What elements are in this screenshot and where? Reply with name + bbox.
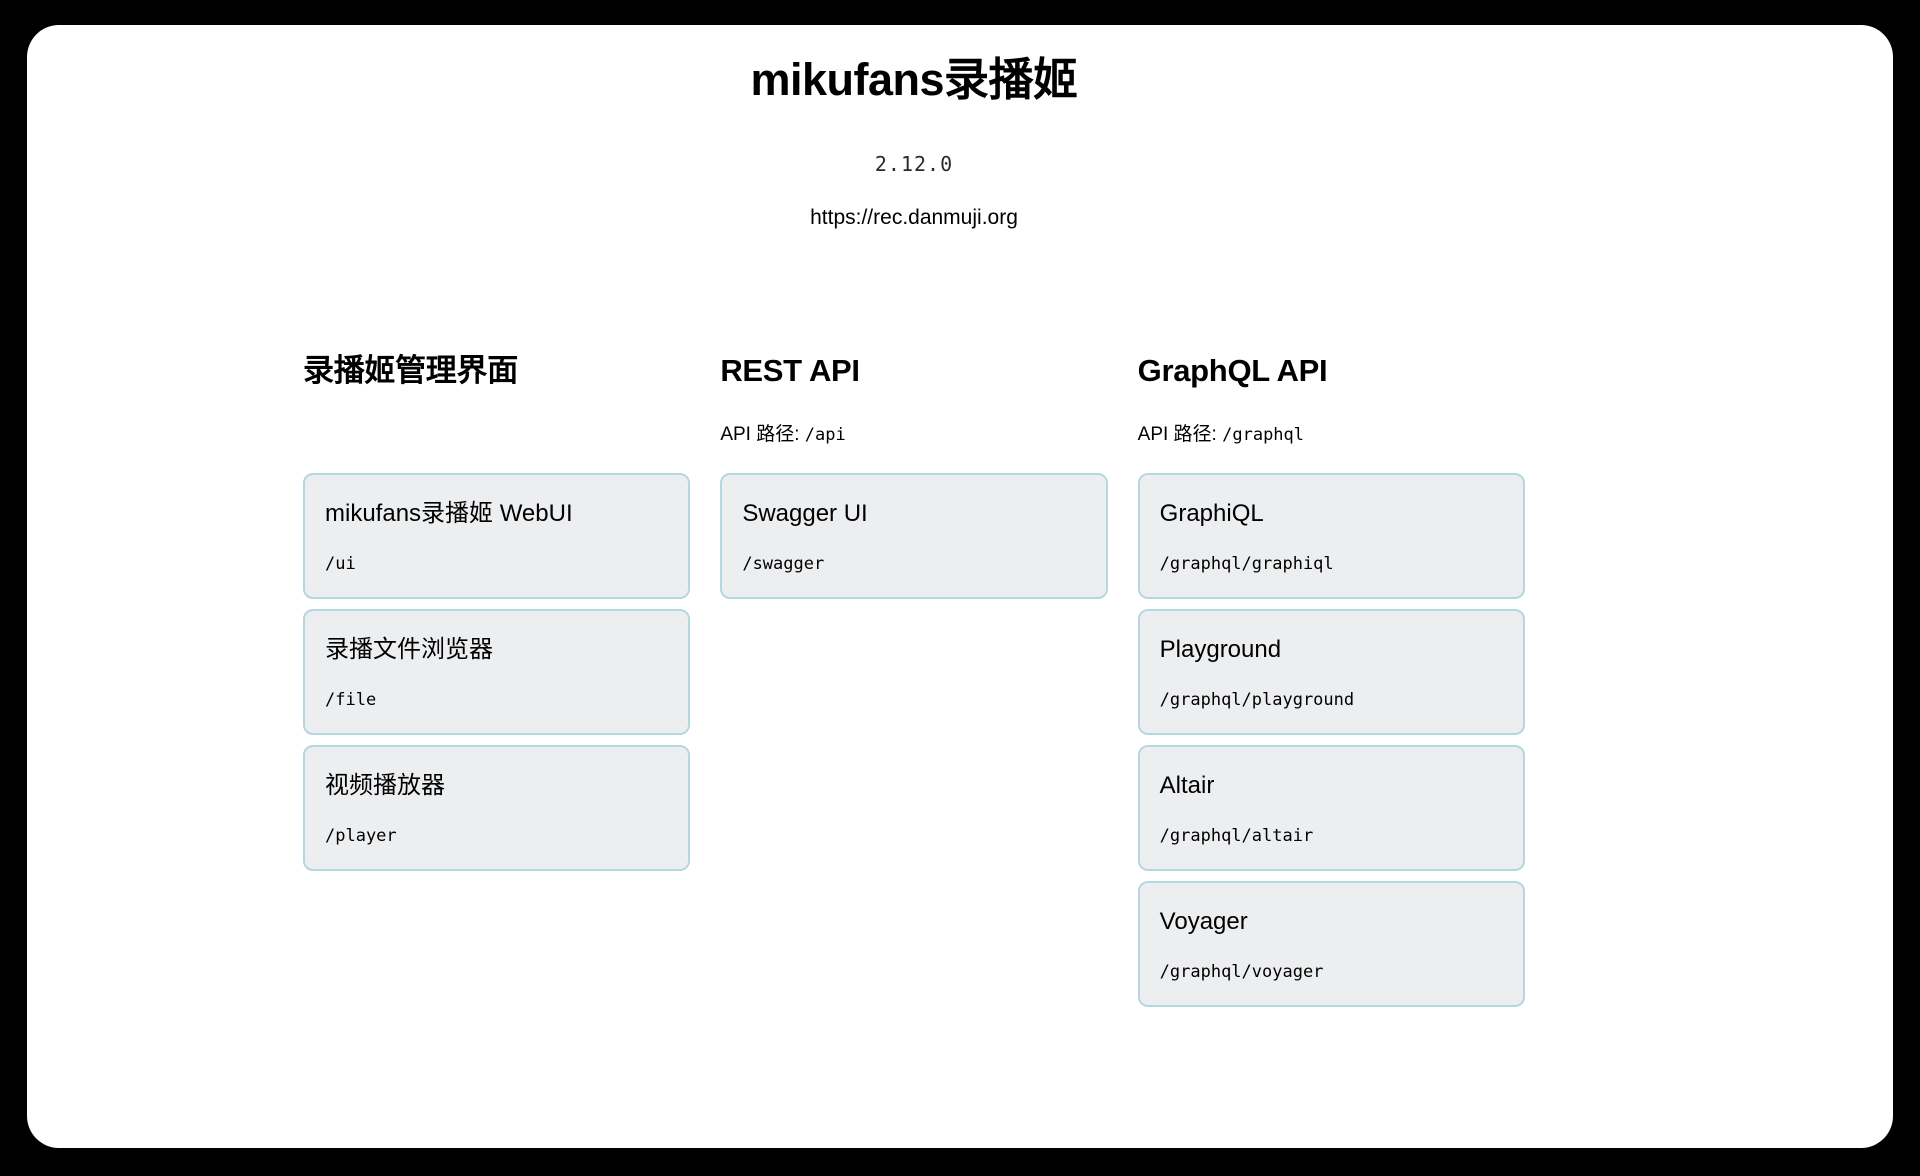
card-path: /graphql/playground: [1159, 690, 1355, 710]
card-path: /player: [325, 826, 397, 846]
card-title: Altair: [1159, 772, 1215, 799]
main-content: mikufans录播姬 2.12.0 https://rec.danmuji.o…: [303, 25, 1525, 1017]
links-grid: 录播姬管理界面 mikufans录播姬 WebUI /ui 录播文件浏览器 /f…: [303, 352, 1525, 1017]
card-path: /graphql/voyager: [1159, 962, 1324, 982]
api-path-row: API 路径: /graphql: [1138, 422, 1525, 448]
card-title: Playground: [1159, 636, 1282, 663]
page-title: mikufans录播姬: [750, 54, 1078, 105]
column-heading: 录播姬管理界面: [303, 353, 518, 388]
link-card-swagger[interactable]: Swagger UI /swagger: [720, 473, 1108, 599]
card-title: 视频播放器: [325, 772, 445, 799]
link-card-webui[interactable]: mikufans录播姬 WebUI /ui: [303, 473, 691, 599]
link-card-player[interactable]: 视频播放器 /player: [303, 745, 691, 871]
card-title: 录播文件浏览器: [325, 636, 493, 663]
column-admin-ui: 录播姬管理界面 mikufans录播姬 WebUI /ui 录播文件浏览器 /f…: [303, 352, 691, 881]
column-heading: REST API: [720, 353, 860, 388]
link-card-playground[interactable]: Playground /graphql/playground: [1137, 609, 1525, 735]
link-card-altair[interactable]: Altair /graphql/altair: [1137, 745, 1525, 871]
version-label: 2.12.0: [874, 152, 954, 176]
api-path-value: /api: [804, 425, 846, 445]
card-title: Swagger UI: [742, 500, 868, 527]
card-path: /graphql/graphiql: [1159, 554, 1334, 574]
card-title: mikufans录播姬 WebUI: [325, 500, 573, 527]
api-path-row: API 路径: /api: [720, 422, 1107, 448]
link-card-voyager[interactable]: Voyager /graphql/voyager: [1137, 881, 1525, 1007]
card-path: /ui: [325, 554, 356, 574]
api-path-row: [303, 422, 690, 448]
browser-page: mikufans录播姬 2.12.0 https://rec.danmuji.o…: [27, 25, 1893, 1148]
card-path: /file: [325, 690, 377, 710]
api-path-label: API 路径:: [1137, 424, 1217, 445]
card-title: Voyager: [1159, 908, 1248, 935]
card-title: GraphiQL: [1159, 500, 1264, 527]
link-card-file-browser[interactable]: 录播文件浏览器 /file: [303, 609, 691, 735]
api-path-value: /graphql: [1222, 425, 1305, 445]
card-path: /graphql/altair: [1159, 826, 1314, 846]
card-path: /swagger: [742, 554, 825, 574]
column-heading: GraphQL API: [1137, 353, 1328, 388]
api-path-label: API 路径:: [720, 424, 800, 445]
column-rest-api: REST API API 路径: /api Swagger UI /swagge…: [720, 352, 1108, 609]
column-graphql-api: GraphQL API API 路径: /graphql GraphiQL /g…: [1137, 352, 1525, 1017]
homepage-row: https://rec.danmuji.org: [303, 205, 1525, 231]
homepage-link[interactable]: https://rec.danmuji.org: [810, 206, 1018, 229]
link-card-graphiql[interactable]: GraphiQL /graphql/graphiql: [1137, 473, 1525, 599]
